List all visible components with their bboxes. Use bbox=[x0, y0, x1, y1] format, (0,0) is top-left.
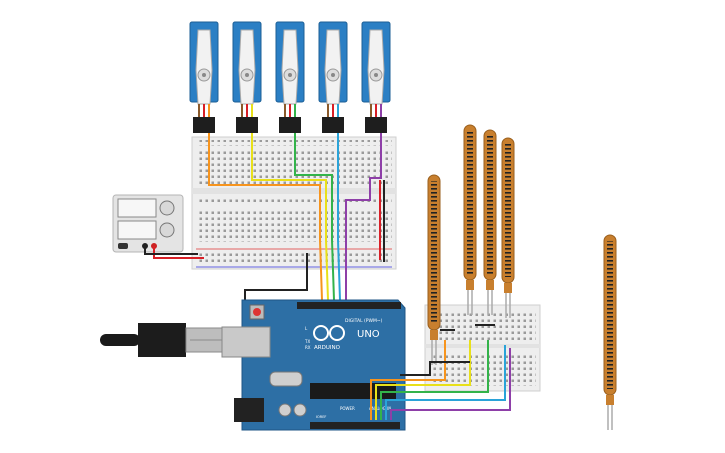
servo-horn bbox=[367, 29, 385, 105]
usb-cable bbox=[100, 323, 225, 357]
small-breadboard[interactable] bbox=[424, 304, 541, 392]
flex-pattern bbox=[467, 131, 473, 274]
servo-horn bbox=[324, 29, 342, 105]
flex-sensor[interactable] bbox=[483, 129, 497, 315]
supply-knob-top[interactable] bbox=[159, 200, 175, 216]
arduino-uno-board[interactable]: UNO ARDUINO DIGITAL (PWM~) ANALOG IN POW… bbox=[221, 299, 406, 431]
servo-connector bbox=[365, 117, 387, 133]
board-brand: ARDUINO bbox=[314, 345, 341, 351]
servo-connector bbox=[236, 117, 258, 133]
analog-wire bbox=[385, 345, 506, 420]
supply-switch[interactable] bbox=[118, 243, 128, 249]
flex-sensor[interactable] bbox=[463, 124, 477, 315]
analog-power-header[interactable] bbox=[310, 422, 400, 429]
power-label: POWER bbox=[340, 406, 355, 411]
servo-motor[interactable] bbox=[232, 21, 262, 150]
flex-base bbox=[430, 330, 438, 340]
rx-label: RX bbox=[305, 345, 311, 350]
ioref-label: IOREF bbox=[316, 415, 326, 419]
usb-port[interactable] bbox=[221, 326, 271, 358]
servo-horn bbox=[195, 29, 213, 105]
flex-pattern bbox=[431, 181, 437, 324]
atmega-chip bbox=[310, 383, 396, 399]
power-wires bbox=[144, 180, 385, 300]
servo-motor[interactable] bbox=[275, 21, 305, 150]
flex-base bbox=[466, 280, 474, 290]
servo-horn bbox=[238, 29, 256, 105]
servo-screw bbox=[288, 73, 292, 77]
digital-pwm-label: DIGITAL (PWM~) bbox=[345, 318, 383, 324]
ground-wire bbox=[400, 361, 470, 376]
signal-wires bbox=[208, 150, 382, 301]
analog-wires bbox=[370, 324, 511, 420]
power-supply[interactable] bbox=[112, 194, 184, 253]
analog-wire bbox=[380, 340, 489, 420]
signal-wire bbox=[337, 150, 341, 301]
signal-wire bbox=[208, 150, 323, 301]
signal-wire bbox=[345, 150, 382, 300]
servo-motor[interactable] bbox=[361, 21, 391, 150]
flex-base bbox=[504, 283, 512, 293]
flex-sensor[interactable] bbox=[427, 174, 441, 365]
power-jack[interactable] bbox=[234, 398, 264, 422]
signal-wire bbox=[294, 150, 335, 301]
board-model: UNO bbox=[357, 329, 380, 340]
flex-sensor-group bbox=[427, 124, 617, 430]
flex-base bbox=[606, 395, 614, 405]
analog-wire bbox=[370, 340, 446, 420]
servo-screw bbox=[245, 73, 249, 77]
servo-motor[interactable] bbox=[189, 21, 219, 150]
signal-wire bbox=[251, 150, 329, 301]
supply-knob-bottom[interactable] bbox=[159, 222, 175, 238]
servo-connector bbox=[322, 117, 344, 133]
flex-base bbox=[486, 280, 494, 290]
tx-label: TX bbox=[304, 339, 310, 344]
servo-screw bbox=[331, 73, 335, 77]
servo-screw bbox=[374, 73, 378, 77]
servo-screw bbox=[202, 73, 206, 77]
analog-wire bbox=[390, 348, 511, 420]
flex-sensor[interactable] bbox=[501, 137, 515, 318]
servo-horn bbox=[281, 29, 299, 105]
flex-pattern bbox=[505, 144, 511, 277]
servo-connector bbox=[279, 117, 301, 133]
l-label: L bbox=[305, 326, 308, 331]
flex-sensor[interactable] bbox=[603, 234, 617, 430]
servo-group bbox=[189, 21, 391, 150]
servo-motor[interactable] bbox=[318, 21, 348, 150]
servo-connector bbox=[193, 117, 215, 133]
digital-header[interactable] bbox=[297, 302, 401, 309]
flex-pattern bbox=[487, 136, 493, 274]
flex-pattern bbox=[607, 241, 613, 389]
